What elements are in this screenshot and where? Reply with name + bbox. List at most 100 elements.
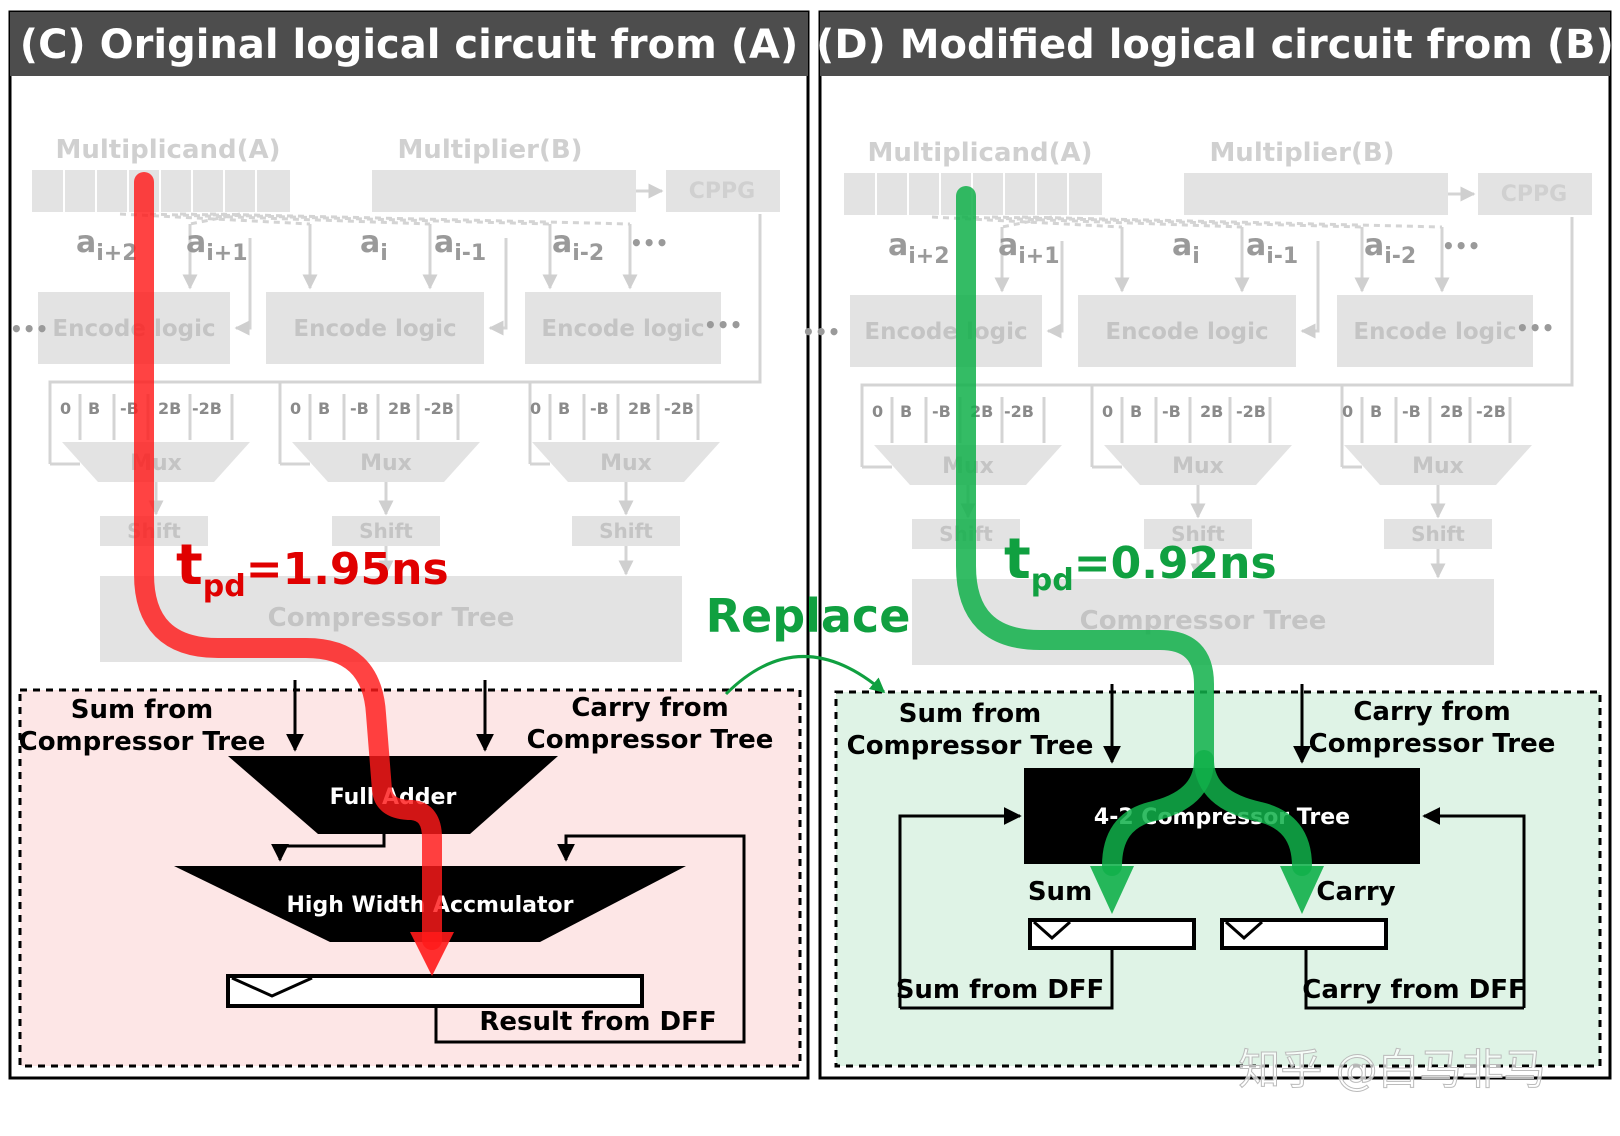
ai-sub: i	[1192, 244, 1200, 269]
mux-select-label: 2B	[1200, 402, 1223, 421]
ai-base: a	[1172, 228, 1192, 263]
tpd-c: tpd=1.95ns	[176, 533, 449, 604]
shift-label: Shift	[1171, 522, 1225, 546]
mux-label: Mux	[360, 451, 412, 476]
mux-select-label: 0	[290, 399, 301, 418]
ai-base: a	[186, 225, 206, 260]
ai-sub: i-1	[1266, 244, 1298, 269]
carry-from-dff-label: Carry from DFF	[1302, 975, 1526, 1005]
panel-c: (C) Original logical circuit from (A) Mu…	[8, 10, 810, 1080]
panel-d-title-bar	[820, 12, 1610, 76]
mux-select-label: 0	[60, 399, 71, 418]
tpd-t: t	[1004, 527, 1031, 592]
mux-selects: 0 B -B 2B -2B 0 B -B 2B -2B 0 B -B 2B -2…	[872, 402, 1506, 421]
mux-selects: 0 B -B 2B -2B 0 B -B 2B -2B 0 B -B 2B -2…	[60, 399, 694, 418]
mux-select-label: 0	[872, 402, 883, 421]
mux-select-label: -2B	[1004, 402, 1034, 421]
ai-base: a	[1364, 228, 1384, 263]
multiplicand-label: Multiplicand(A)	[867, 138, 1092, 168]
ai-sub: i+2	[96, 241, 137, 266]
ellipsis: •••	[10, 317, 48, 341]
panel-d-faded-multiplier: Multiplicand(A) Multiplier(B) CPPG ai+2 …	[802, 138, 1592, 665]
panel-c-faded-multiplier: Multiplicand(A) Multiplier(B) CPPG ai+2 …	[10, 135, 780, 662]
panel-d: (D) Modified logical circuit from (B) Mu…	[802, 10, 1614, 1080]
tpd-value: =0.92ns	[1074, 538, 1277, 589]
mux-select-label: B	[1370, 402, 1382, 421]
mux-select-label: -2B	[1476, 402, 1506, 421]
svg-text:ai-2: ai-2	[552, 225, 604, 266]
multiplier-label: Multiplier(B)	[1209, 138, 1394, 168]
replace-arrow	[724, 655, 886, 696]
mux-select-label: B	[1130, 402, 1142, 421]
mux-select-label: -2B	[664, 399, 694, 418]
mux-select-label: 2B	[158, 399, 181, 418]
shift-label: Shift	[599, 519, 653, 543]
critical-path-arrowhead	[1280, 866, 1324, 914]
multiplicand-label: Multiplicand(A)	[55, 135, 280, 165]
mux-select-label: 2B	[628, 399, 651, 418]
sum-from-label: Compressor Tree	[847, 731, 1094, 761]
sum-from-label: Sum from	[71, 695, 213, 725]
mux-select-label: -B	[1402, 402, 1421, 421]
ai-base: a	[76, 225, 96, 260]
critical-path-arrowhead	[1090, 866, 1134, 914]
mux-label: Mux	[1172, 454, 1224, 479]
result-from-dff-label: Result from DFF	[479, 1007, 716, 1037]
mux-select-label: 0	[1342, 402, 1353, 421]
tpd-value: =1.95ns	[246, 544, 449, 595]
compressor-tree-label: Compressor Tree	[268, 603, 515, 633]
svg-text:ai: ai	[1172, 228, 1200, 269]
sum-from-label: Compressor Tree	[19, 727, 266, 757]
multiplier-label: Multiplier(B)	[397, 135, 582, 165]
watermark: 知乎 @白马非马	[1238, 1045, 1545, 1094]
carry-from-label: Carry from	[571, 693, 728, 723]
mux-label: Mux	[600, 451, 652, 476]
ai-sub: i+1	[206, 241, 247, 266]
ai-labels: ai+2 ai+1 ai ai-1 ai-2 ••• ••• •••	[10, 225, 742, 341]
ai-sub: i	[380, 241, 388, 266]
sum-from-label: Sum from	[899, 699, 1041, 729]
svg-text:ai+2: ai+2	[888, 228, 950, 269]
svg-text:ai-2: ai-2	[1364, 228, 1416, 269]
mux-label: Mux	[1412, 454, 1464, 479]
shift-label: Shift	[359, 519, 413, 543]
critical-path-d	[956, 186, 1214, 876]
ellipsis: •••	[630, 231, 668, 255]
mux-select-label: B	[88, 399, 100, 418]
sum-from-dff-label: Sum from DFF	[896, 975, 1105, 1005]
mux-select-label: -2B	[424, 399, 454, 418]
mux-select-label: 0	[530, 399, 541, 418]
ai-sub: i+2	[908, 244, 949, 269]
mux-select-label: -B	[932, 402, 951, 421]
svg-text:ai: ai	[360, 225, 388, 266]
carry-from-label: Compressor Tree	[1309, 729, 1556, 759]
tpd-sub: pd	[203, 569, 246, 604]
mux-select-label: 0	[1102, 402, 1113, 421]
svg-text:ai+2: ai+2	[76, 225, 138, 266]
ai-base: a	[1246, 228, 1266, 263]
svg-text:ai-1: ai-1	[1246, 228, 1298, 269]
mux-select-label: -B	[350, 399, 369, 418]
mux-select-label: B	[900, 402, 912, 421]
mux-select-label: -2B	[1236, 402, 1266, 421]
mux-select-label: -B	[590, 399, 609, 418]
panel-c-title-bar	[10, 12, 808, 76]
encode-logic-label: Encode logic	[293, 316, 456, 342]
ai-sub: i-2	[1384, 244, 1416, 269]
panel-d-modified-region	[834, 690, 1602, 1068]
ellipsis: •••	[704, 313, 742, 337]
mux-select-label: 2B	[388, 399, 411, 418]
encode-logic-label: Encode logic	[541, 316, 704, 342]
panel-c-title: (C) Original logical circuit from (A)	[20, 22, 798, 68]
mux-select-label: -2B	[192, 399, 222, 418]
svg-text:ai+1: ai+1	[998, 228, 1060, 269]
encode-logic-label: Encode logic	[1353, 319, 1516, 345]
critical-path-d-branch	[1194, 750, 1312, 876]
cppg-label: CPPG	[1501, 182, 1567, 207]
carry-label: Carry	[1316, 877, 1395, 907]
svg-text:ai+1: ai+1	[186, 225, 248, 266]
tpd-d: tpd=0.92ns	[1004, 527, 1277, 598]
shift-label: Shift	[1411, 522, 1465, 546]
ellipsis: •••	[1516, 316, 1554, 340]
